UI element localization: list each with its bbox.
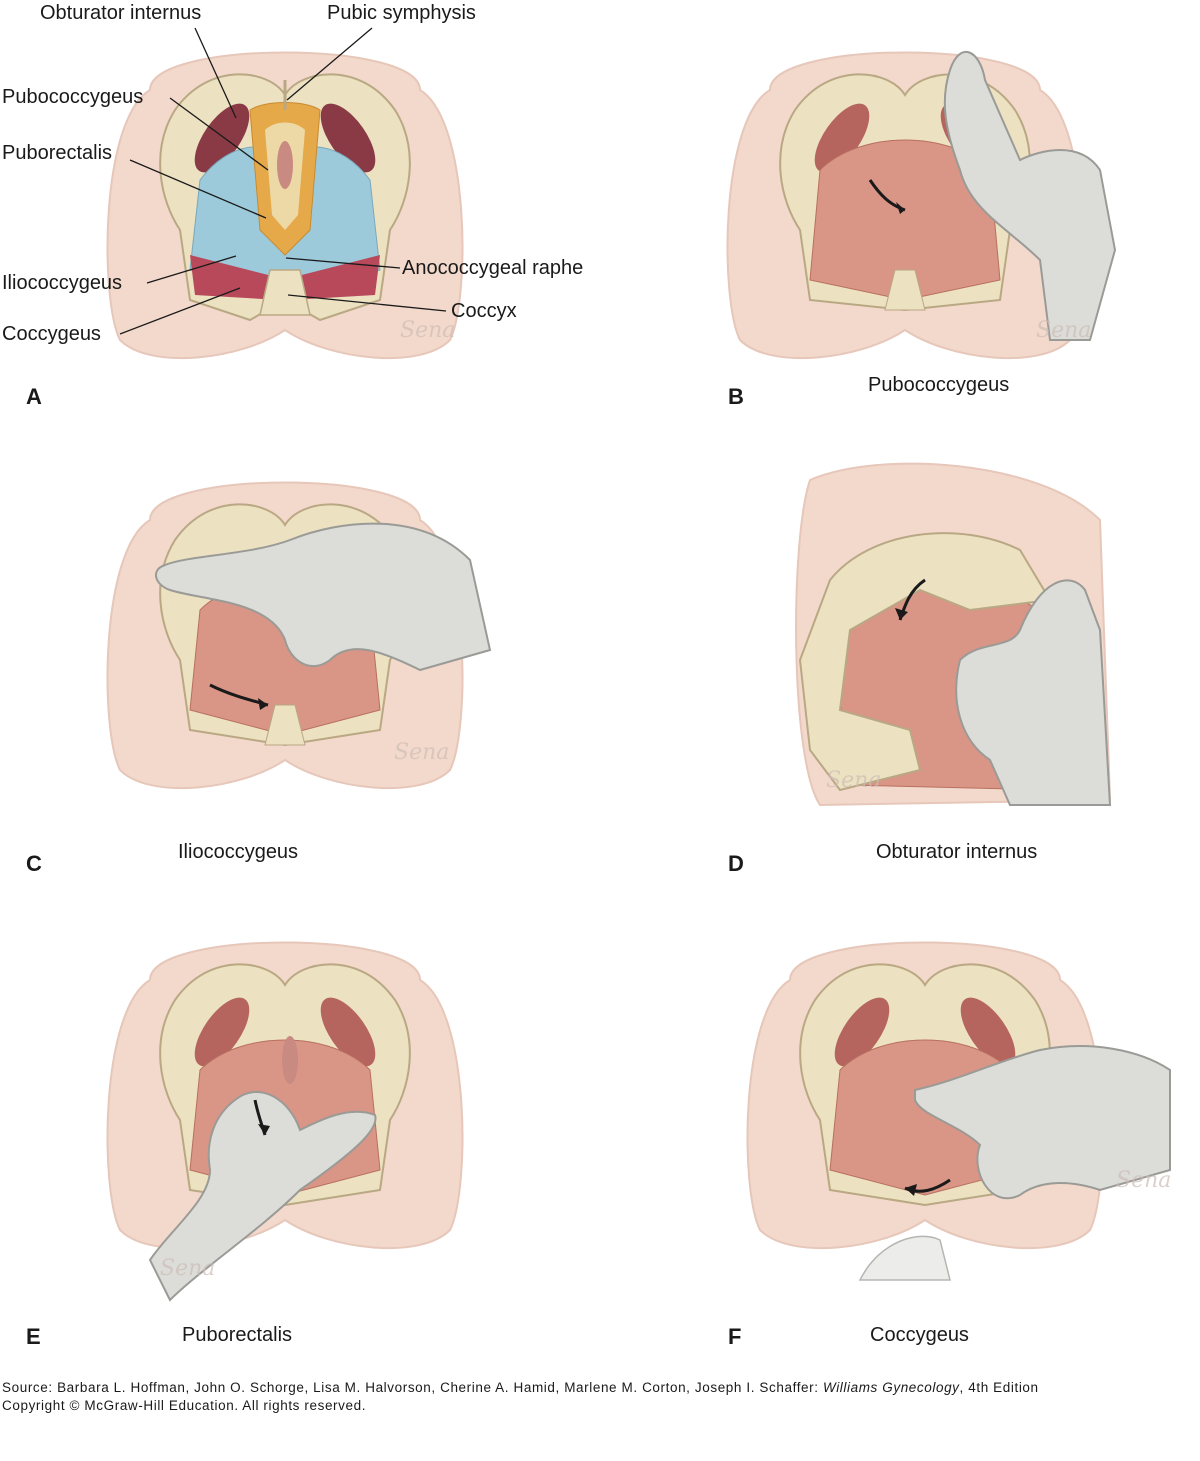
obturator-internus-right	[320, 103, 376, 173]
panel-b-illustration	[726, 50, 1117, 360]
label-iliococcygeus: Iliococcygeus	[2, 272, 123, 294]
panel-a-illustration	[106, 27, 464, 360]
panel-b-letter: B	[728, 384, 744, 409]
panel-f-letter: F	[728, 1324, 742, 1349]
gloved-hand	[955, 579, 1112, 806]
label-obturator-internus: Obturator internus	[40, 2, 202, 24]
panel-d-letter: D	[728, 851, 744, 876]
panel-d: Sena D Obturator internus	[720, 460, 1200, 880]
artist-signature: Sena	[1036, 318, 1092, 343]
gloved-hand	[914, 1045, 1171, 1200]
vaginal-opening	[282, 1036, 298, 1084]
source-edition: , 4th Edition	[959, 1380, 1039, 1395]
panel-f: Sena F Coccygeus	[720, 940, 1200, 1360]
artist-signature: Sena	[1116, 1168, 1172, 1193]
label-coccyx: Coccyx	[451, 300, 517, 322]
panel-a-letter: A	[26, 384, 42, 409]
panel-f-caption: Coccygeus	[870, 1324, 969, 1346]
panel-e-illustration	[106, 941, 464, 1302]
gloved-hand	[155, 522, 492, 672]
panel-d-caption: Obturator internus	[876, 841, 1038, 863]
panel-c-caption: Iliococcygeus	[178, 841, 299, 863]
label-coccygeus: Coccygeus	[2, 323, 101, 345]
panel-b: Sena B Pubococcygeus	[720, 0, 1200, 420]
label-anococcygeal-raphe: Anococcygeal raphe	[402, 257, 584, 279]
panel-f-illustration	[746, 941, 1171, 1281]
artist-signature: Sena	[400, 318, 456, 343]
coccygeus-region	[190, 255, 280, 300]
obturator-internus-left	[194, 103, 250, 173]
source-book-title: Williams Gynecology	[822, 1380, 960, 1395]
panel-c-letter: C	[26, 851, 42, 876]
label-pubic-symphysis: Pubic symphysis	[327, 2, 476, 24]
source-authors: Source: Barbara L. Hoffman, John O. Scho…	[2, 1380, 819, 1395]
second-hand-fingers	[858, 1235, 951, 1281]
gloved-hand	[943, 50, 1117, 341]
panel-e-caption: Puborectalis	[182, 1324, 293, 1346]
coccygeus-region-right	[290, 255, 380, 300]
coccyx	[259, 269, 311, 316]
gloved-hand	[148, 1090, 377, 1302]
source-citation: Source: Barbara L. Hoffman, John O. Scho…	[2, 1379, 1102, 1415]
panel-c-illustration	[106, 481, 492, 790]
label-puborectalis: Puborectalis	[2, 142, 113, 164]
panel-e-letter: E	[26, 1324, 41, 1349]
source-copyright: Copyright © McGraw-Hill Education. All r…	[2, 1398, 367, 1413]
panel-c: Sena C Iliococcygeus	[0, 460, 600, 880]
pelvic-bone	[798, 532, 1052, 792]
vaginal-opening	[277, 141, 293, 189]
panel-b-caption: Pubococcygeus	[868, 374, 1010, 396]
panel-a: Obturator internus Pubic symphysis Puboc…	[0, 0, 600, 420]
panel-e: Sena E Puborectalis	[0, 940, 600, 1360]
pelvic-floor-muscle	[809, 139, 1001, 301]
artist-signature: Sena	[826, 768, 882, 793]
panel-d-illustration	[795, 462, 1112, 807]
label-pubococcygeus: Pubococcygeus	[2, 86, 144, 108]
artist-signature: Sena	[394, 740, 450, 765]
artist-signature: Sena	[160, 1256, 216, 1281]
